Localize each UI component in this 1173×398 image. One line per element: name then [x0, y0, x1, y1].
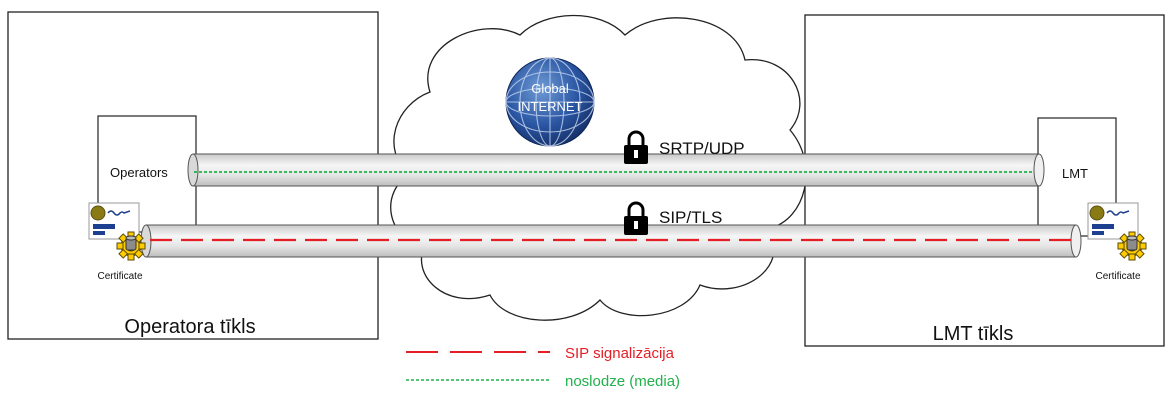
media-tunnel — [187, 153, 1045, 187]
lmt-node-label: LMT — [1062, 166, 1088, 181]
lmt-network-title: LMT tīkls — [933, 323, 1014, 345]
lock-icon — [624, 130, 648, 164]
legend-media-label: noslodze (media) — [565, 373, 680, 390]
legend-signaling-label: SIP signalizācija — [565, 345, 675, 362]
signaling-tunnel-label: SIP/TLS — [659, 208, 722, 227]
globe-label-line1: Global — [531, 81, 569, 96]
media-tunnel-label: SRTP/UDP — [659, 139, 745, 158]
left-certificate-label: Certificate — [97, 271, 142, 282]
gear-icon — [116, 231, 146, 261]
gear-icon — [1117, 231, 1147, 261]
legend: SIP signalizācija noslodze (media) — [406, 345, 680, 390]
lock-icon — [624, 201, 648, 235]
operator-network-title: Operatora tīkls — [124, 316, 255, 338]
operators-node-label: Operators — [110, 165, 168, 180]
globe-label-line2: INTERNET — [518, 99, 583, 114]
right-certificate-label: Certificate — [1095, 271, 1140, 282]
signaling-tunnel — [140, 224, 1082, 258]
globe-icon: Global INTERNET — [505, 57, 595, 147]
